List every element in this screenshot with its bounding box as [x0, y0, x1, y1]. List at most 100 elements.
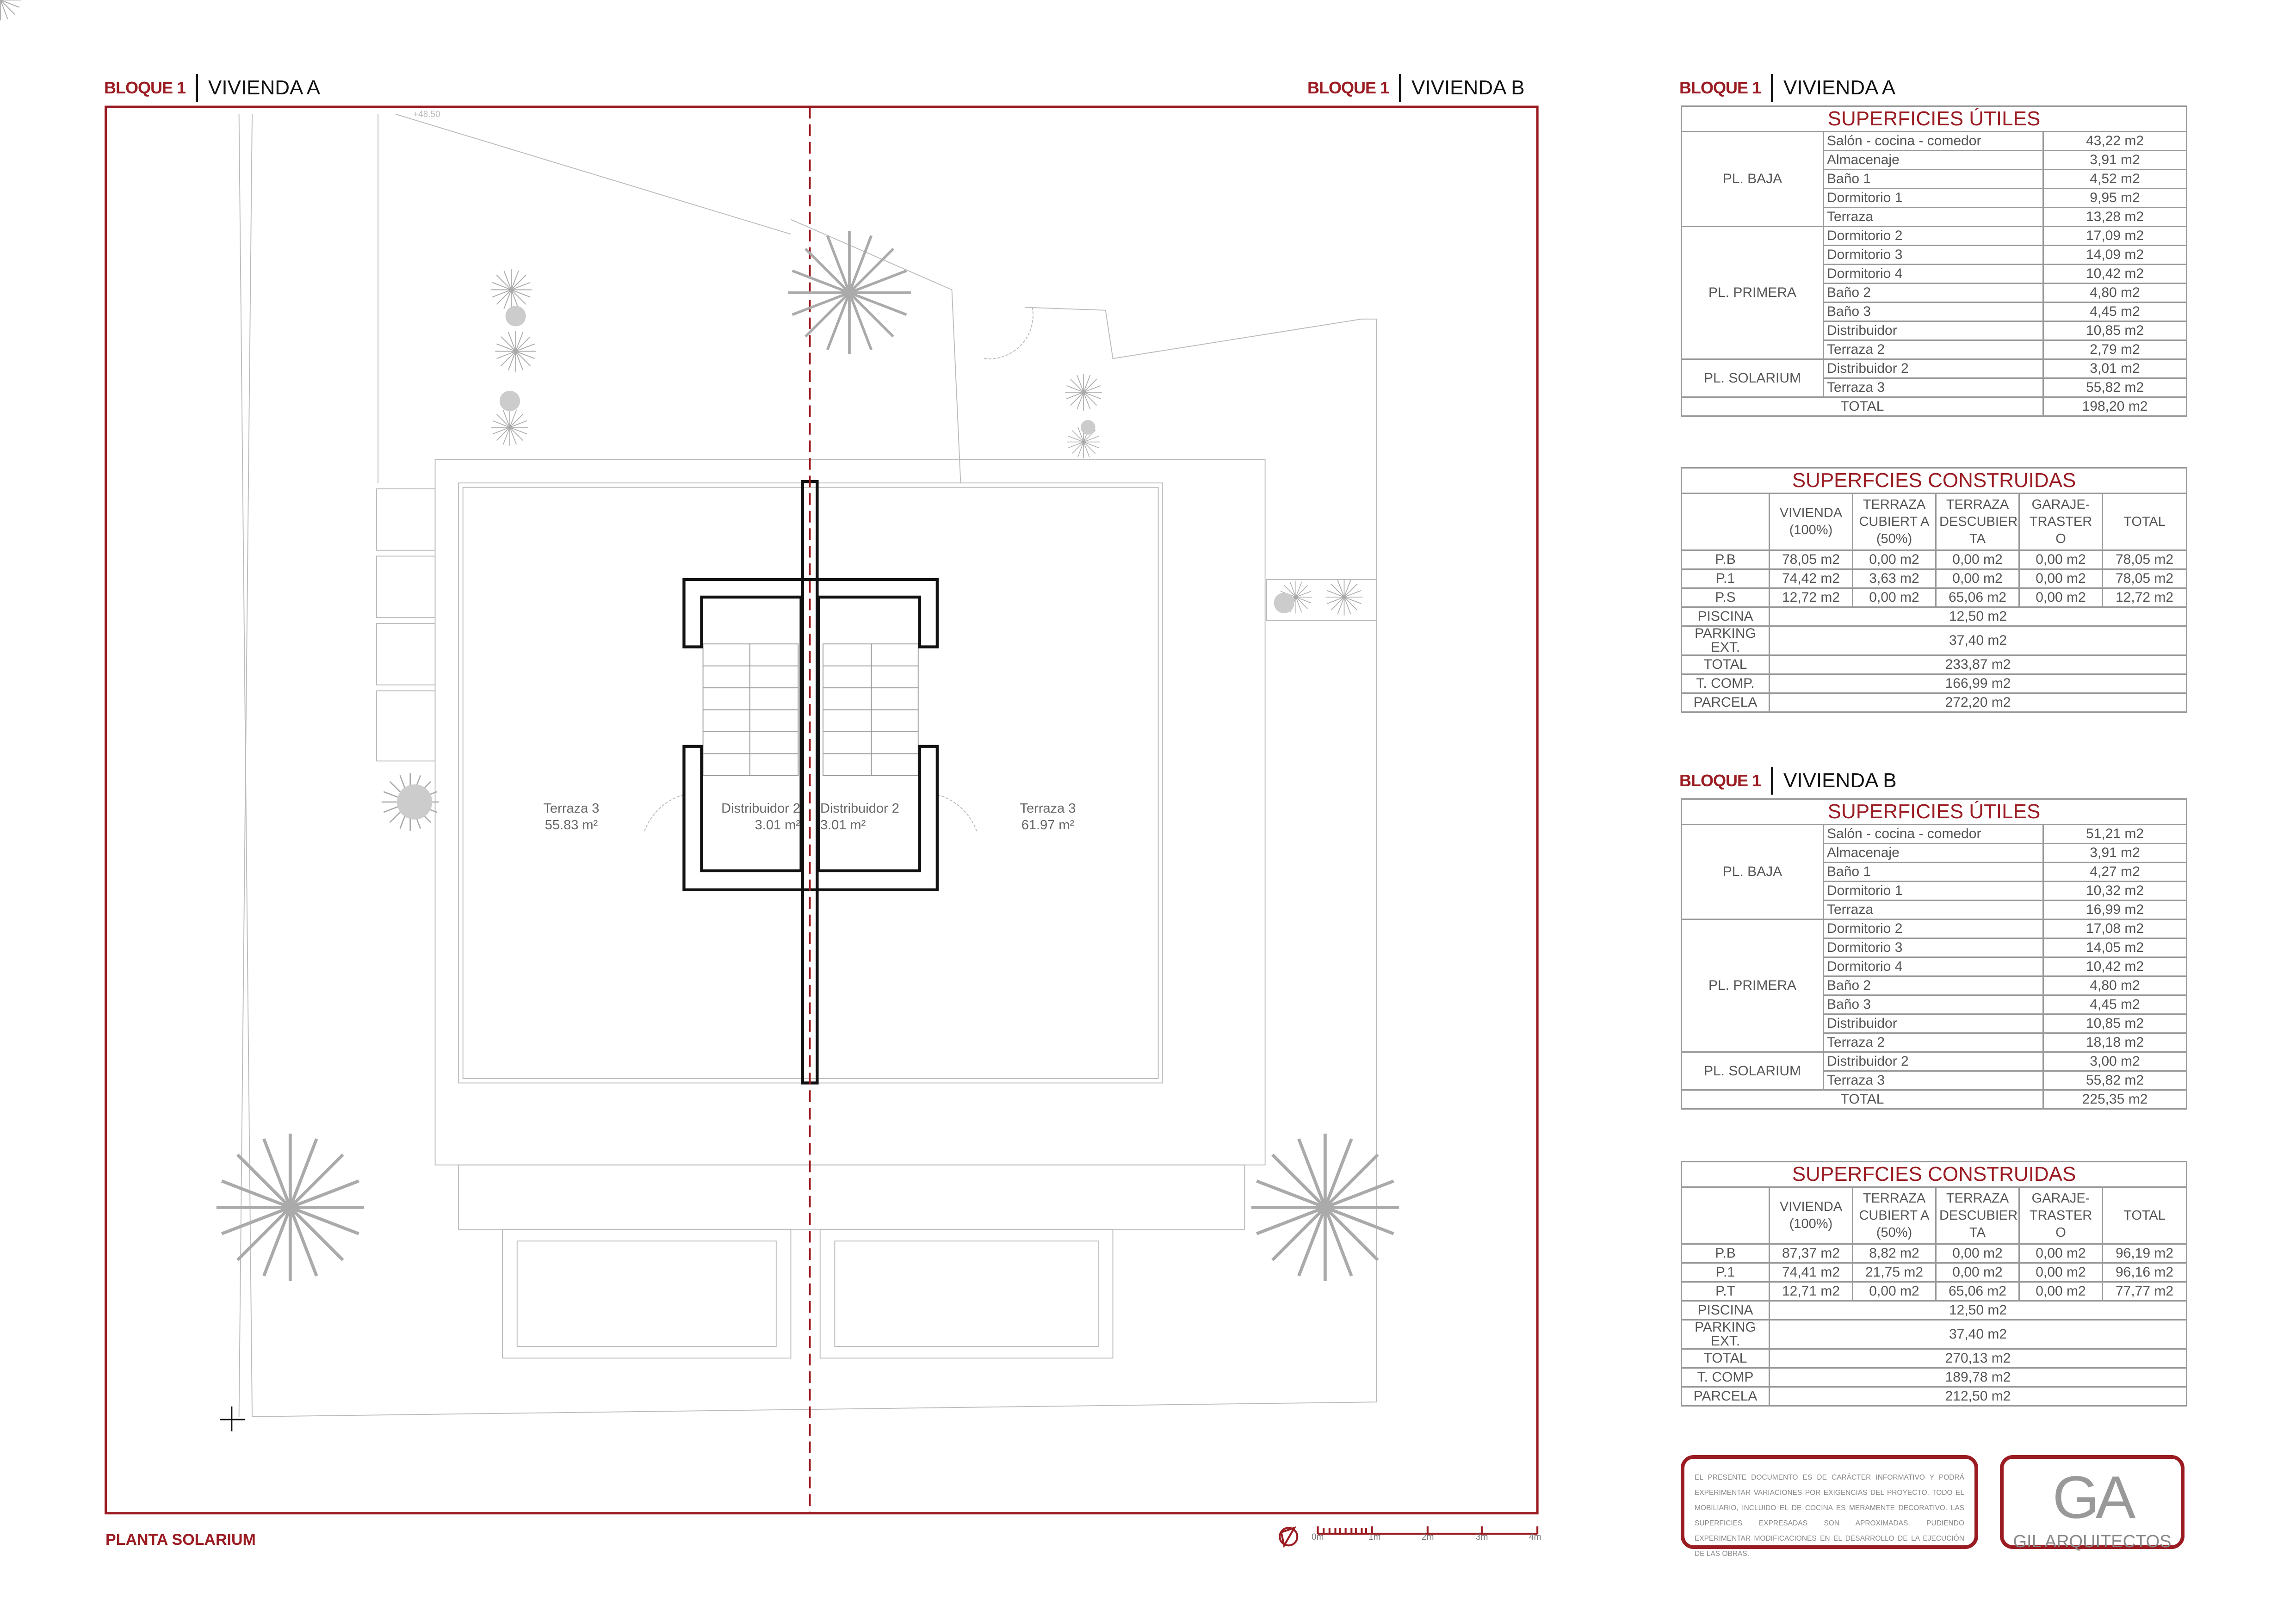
table-row: VIVIENDA (100%)TERRAZA CUBIERT A (50%)TE…	[1681, 493, 2188, 551]
total-label: TOTAL	[1681, 396, 2044, 417]
area-value: 0,00 m2	[2018, 1262, 2103, 1283]
room-name: Terraza	[1823, 900, 2044, 920]
stairs	[702, 643, 919, 776]
room-area: 61.97 m²	[1021, 818, 1075, 833]
room-name: Terraza 3	[543, 801, 600, 816]
area-value: 74,41 m2	[1769, 1262, 1853, 1283]
room-name: Dormitorio 2	[1823, 226, 2044, 246]
column-header: VIVIENDA (100%)	[1769, 1186, 1853, 1245]
column-header: TERRAZA CUBIERT A (50%)	[1852, 493, 1937, 551]
area-value: 0,00 m2	[1852, 1281, 1937, 1302]
plan-title: PLANTA SOLARIUM	[105, 1531, 256, 1549]
room-name: Baño 3	[1823, 302, 2044, 322]
disclaimer-box: EL PRESENTE DOCUMENTO ES DE CARÁCTER INF…	[1681, 1455, 1978, 1558]
area-value: 3,63 m2	[1852, 568, 1937, 589]
area-value: 78,05 m2	[2101, 549, 2188, 570]
summary-label: PARCELA	[1681, 692, 1770, 713]
area-value: 78,05 m2	[1769, 549, 1853, 570]
room-name: Terraza 3	[1823, 377, 2044, 398]
summary-value: 37,40 m2	[1768, 1319, 2188, 1350]
summary-value: 270,13 m2	[1768, 1348, 2188, 1369]
room-area: 2,79 m2	[2042, 339, 2188, 360]
room-area: 16,99 m2	[2042, 900, 2188, 920]
table-row: SUPERFCIES CONSTRUIDAS	[1680, 467, 2188, 494]
room-name: Dormitorio 3	[1823, 245, 2044, 265]
room-name: Baño 2	[1823, 283, 2044, 303]
area-value: 87,37 m2	[1769, 1243, 1853, 1264]
scale-bar	[1279, 1526, 1539, 1548]
unit-label: VIVIENDA B	[1411, 76, 1525, 99]
room-name: Distribuidor 2	[1823, 358, 2044, 379]
room-area: 18,18 m2	[2042, 1032, 2188, 1053]
area-value: 0,00 m2	[1852, 549, 1937, 570]
area-value: 8,82 m2	[1852, 1243, 1937, 1264]
logo-box: GA GIL ARQUITECTOS	[2000, 1455, 2185, 1551]
logo-name: GIL ARQUITECTOS	[2013, 1532, 2172, 1551]
summary-label: TOTAL	[1681, 1348, 1770, 1369]
room-area: 13,28 m2	[2042, 207, 2188, 227]
block-label: BLOQUE 1	[1679, 78, 1761, 97]
room-area: 10,32 m2	[2042, 881, 2188, 901]
room-area: 4,80 m2	[2042, 975, 2188, 996]
lot-boundary	[238, 114, 1377, 1417]
summary-value: 189,78 m2	[1768, 1367, 2188, 1388]
room-name: Dormitorio 3	[1823, 938, 2044, 958]
room-area: 17,08 m2	[2042, 919, 2188, 939]
summary-label: PARCELA	[1681, 1386, 1770, 1407]
area-value: 77,77 m2	[2101, 1281, 2188, 1302]
summary-value: 212,50 m2	[1768, 1386, 2188, 1407]
room-name: Terraza 3	[1020, 801, 1076, 816]
floor-label: P.1	[1681, 568, 1770, 589]
block-label: BLOQUE 1	[1307, 78, 1389, 97]
room-name: Salón - cocina - comedor	[1823, 824, 2044, 844]
table-title: SUPERFICIES ÚTILES	[1680, 105, 2188, 132]
floor-label: PL. SOLARIUM	[1681, 1051, 1824, 1091]
summary-label: T. COMP	[1681, 1367, 1770, 1388]
plan-header-b: BLOQUE 1 VIVIENDA B	[1307, 74, 1525, 102]
scale-label: 1m	[1368, 1532, 1381, 1542]
room-area: 3,00 m2	[2042, 1051, 2188, 1072]
room-name: Dormitorio 4	[1823, 957, 2044, 977]
table-title: SUPERFICIES ÚTILES	[1680, 798, 2188, 825]
room-area: 4,27 m2	[2042, 862, 2188, 882]
pool-a	[502, 1228, 792, 1359]
room-name: Distribuidor 2	[721, 801, 800, 816]
table-row: T. COMP.166,99 m2	[1681, 673, 2188, 694]
room-name: Baño 3	[1823, 994, 2044, 1015]
room-area: 3.01 m²	[820, 818, 866, 833]
room-name: Terraza 3	[1823, 1070, 2044, 1091]
room-area: 3,91 m2	[2042, 150, 2188, 170]
table-row: SUPERFICIES ÚTILES	[1680, 798, 2188, 825]
table-row: VIVIENDA (100%)TERRAZA CUBIERT A (50%)TE…	[1681, 1186, 2188, 1245]
pool-b	[819, 1228, 1114, 1359]
room-name: Dormitorio 4	[1823, 264, 2044, 284]
room-area: 55,82 m2	[2042, 1070, 2188, 1091]
area-value: 0,00 m2	[1935, 1262, 2020, 1283]
area-value: 96,16 m2	[2101, 1262, 2188, 1283]
disclaimer-text: EL PRESENTE DOCUMENTO ES DE CARÁCTER INF…	[1695, 1474, 1964, 1558]
room-area: 10,85 m2	[2042, 1013, 2188, 1034]
floor-label: P.S	[1681, 587, 1770, 608]
